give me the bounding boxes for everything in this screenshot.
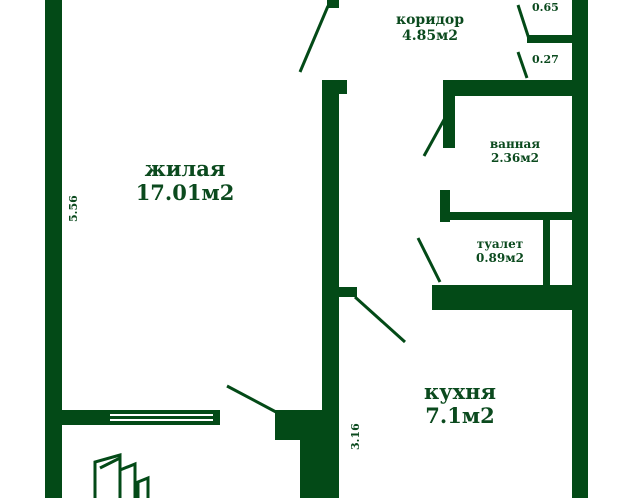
- room-area: 7.1м2: [425, 403, 495, 429]
- living-room-label: жилая 17.01м2: [110, 156, 260, 206]
- bath-toilet-wall: [443, 212, 573, 220]
- kitchen-label: кухня 7.1м2: [400, 379, 520, 429]
- room-name: жилая: [144, 156, 226, 181]
- bath-label: ванная 2.36м2: [465, 137, 565, 166]
- room-area: 17.01м2: [135, 180, 235, 206]
- balcony-wall: [62, 410, 220, 425]
- balcony-door: [226, 384, 277, 414]
- right-wall: [572, 0, 588, 498]
- kitchen-door: [353, 295, 407, 344]
- closet-wall: [527, 35, 572, 43]
- kitchen-length-dim: 3.16: [349, 423, 362, 450]
- entry-door: [298, 5, 330, 73]
- room-name: ванная: [489, 137, 541, 151]
- bath-door: [422, 117, 447, 157]
- room-area: 0.89м2: [476, 250, 524, 265]
- bath-left-wall-lower: [440, 190, 450, 222]
- doors: [226, 4, 532, 414]
- room-name: коридор: [395, 12, 465, 28]
- closet-bottom-dim: 0.27: [532, 53, 559, 66]
- logo-buildings-icon: [93, 453, 150, 498]
- toilet-label: туалет 0.89м2: [455, 237, 545, 266]
- closet-door: [516, 4, 532, 43]
- closet-top-dim: 0.65: [532, 1, 559, 14]
- column-lower: [300, 420, 339, 498]
- toilet-bottom-wall: [432, 285, 588, 310]
- living-length-dim: 5.56: [67, 195, 80, 222]
- corridor-label: коридор 4.85м2: [370, 12, 490, 44]
- bath-top-wall: [443, 80, 588, 96]
- toilet-door: [416, 237, 442, 283]
- room-area: 2.36м2: [491, 150, 539, 165]
- bath-left-wall: [443, 80, 455, 148]
- top-stub: [327, 0, 339, 8]
- wall-stub: [322, 287, 357, 297]
- window: [110, 414, 213, 421]
- room-name: туалет: [476, 237, 524, 251]
- closet-door-lower: [516, 51, 529, 79]
- left-wall: [45, 0, 62, 498]
- room-name: кухня: [423, 379, 496, 404]
- wall-stub: [322, 80, 347, 94]
- room-area: 4.85м2: [402, 28, 458, 45]
- toilet-partition: [543, 220, 550, 285]
